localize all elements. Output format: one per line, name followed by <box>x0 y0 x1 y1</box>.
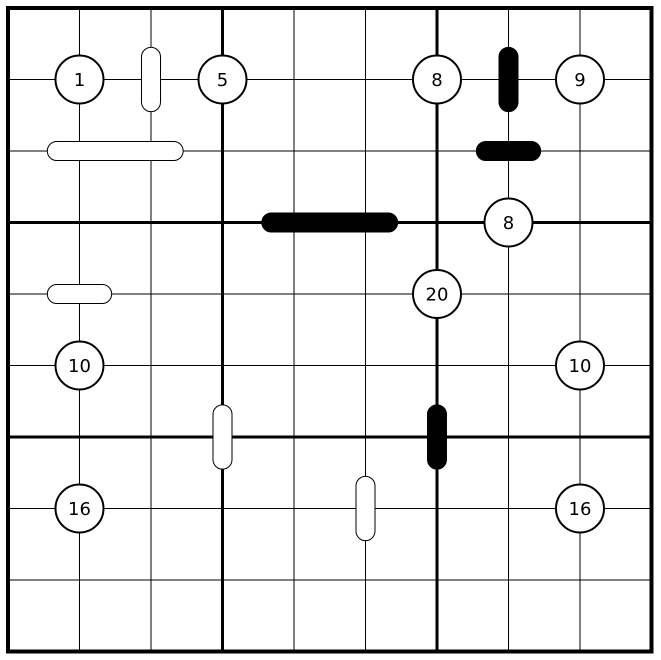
cell-r2c5[interactable] <box>294 79 366 152</box>
clue-circle <box>54 54 105 105</box>
clue-circle <box>197 54 248 105</box>
cell-r8c3[interactable] <box>151 508 223 581</box>
clue-value: 1 <box>74 70 85 91</box>
white-bar <box>141 46 161 113</box>
sum-clue: 9 <box>555 54 605 105</box>
cell-r9c2[interactable] <box>79 580 152 652</box>
clue-value: 8 <box>503 213 514 234</box>
sum-clue: 20 <box>412 269 462 319</box>
sum-clue: 1 <box>54 54 105 105</box>
clue-circle <box>412 269 462 319</box>
white-bar <box>355 475 376 542</box>
black-bar <box>475 141 542 161</box>
thin-grid-lines <box>8 8 652 652</box>
sum-clue: 8 <box>483 197 534 248</box>
cell-r6c7[interactable] <box>437 365 509 438</box>
clue-value: 16 <box>569 499 592 520</box>
white-bar <box>46 141 184 161</box>
board-border <box>6 6 654 654</box>
cell-r5c4[interactable] <box>222 294 295 366</box>
cell-r3c6[interactable] <box>365 151 438 223</box>
sum-clues: 1 5 8 9 8 20 10 10 16 16 <box>54 54 605 534</box>
domino-bars <box>46 46 542 542</box>
clue-circle <box>54 483 105 534</box>
clue-value: 20 <box>426 285 449 306</box>
clue-value: 10 <box>68 356 91 377</box>
cell-r3c2[interactable] <box>79 151 152 223</box>
cell-r3c9[interactable] <box>580 151 652 223</box>
clue-value: 8 <box>431 70 442 91</box>
clue-value: 16 <box>68 499 91 520</box>
cell-r7c7[interactable] <box>437 437 509 509</box>
cell-r9c5[interactable] <box>294 580 366 652</box>
cell-r6c5[interactable] <box>294 365 366 438</box>
cell-r6c6[interactable] <box>365 365 438 438</box>
cell-r8c6[interactable] <box>365 508 438 581</box>
clue-circle <box>555 483 605 534</box>
box-borders <box>6 6 654 654</box>
white-bar <box>212 404 233 470</box>
sum-clue: 5 <box>197 54 248 105</box>
clue-value: 9 <box>574 70 585 91</box>
cell-r6c4[interactable] <box>222 365 295 438</box>
black-bar <box>427 404 447 470</box>
cell-r8c7[interactable] <box>437 508 509 581</box>
cell-grid[interactable] <box>8 8 652 652</box>
clue-circle <box>412 54 462 105</box>
cell-r4c9[interactable] <box>580 222 652 295</box>
cell-r3c4[interactable] <box>222 151 295 223</box>
cell-r7c6[interactable] <box>365 437 438 509</box>
cell-r9c3[interactable] <box>151 580 223 652</box>
cell-r4c4[interactable] <box>222 222 295 295</box>
clue-value: 5 <box>217 70 228 91</box>
cell-r5c5[interactable] <box>294 294 366 366</box>
cell-r4c5[interactable] <box>294 222 366 295</box>
black-bar <box>498 46 519 113</box>
clue-circle <box>555 54 605 105</box>
cell-r3c5[interactable] <box>294 151 366 223</box>
cell-r4c2[interactable] <box>79 222 152 295</box>
sum-clue: 8 <box>412 54 462 105</box>
cell-r8c5[interactable] <box>294 508 366 581</box>
cell-r4c3[interactable] <box>151 222 223 295</box>
sum-clue: 16 <box>555 483 605 534</box>
clue-value: 10 <box>569 356 592 377</box>
cell-r9c9[interactable] <box>580 580 652 652</box>
cell-r9c6[interactable] <box>365 580 438 652</box>
clue-circle <box>54 340 105 391</box>
cell-r9c8[interactable] <box>508 580 581 652</box>
cell-r9c1[interactable] <box>8 580 80 652</box>
cell-r9c7[interactable] <box>437 580 509 652</box>
sum-clue: 10 <box>555 340 605 391</box>
cell-r3c1[interactable] <box>8 151 80 223</box>
black-bar <box>261 212 399 233</box>
cell-r1c5[interactable] <box>294 8 366 80</box>
cell-r8c4[interactable] <box>222 508 295 581</box>
sum-clue: 10 <box>54 340 105 391</box>
clue-circle <box>483 197 534 248</box>
cell-r9c4[interactable] <box>222 580 295 652</box>
cell-r7c4[interactable] <box>222 437 295 509</box>
cell-r5c3[interactable] <box>151 294 223 366</box>
cell-r7c3[interactable] <box>151 437 223 509</box>
cell-r7c5[interactable] <box>294 437 366 509</box>
cell-r3c3[interactable] <box>151 151 223 223</box>
clue-circle <box>555 340 605 391</box>
sum-clue: 16 <box>54 483 105 534</box>
cell-r6c3[interactable] <box>151 365 223 438</box>
cell-r4c1[interactable] <box>8 222 80 295</box>
white-bar <box>46 284 113 304</box>
